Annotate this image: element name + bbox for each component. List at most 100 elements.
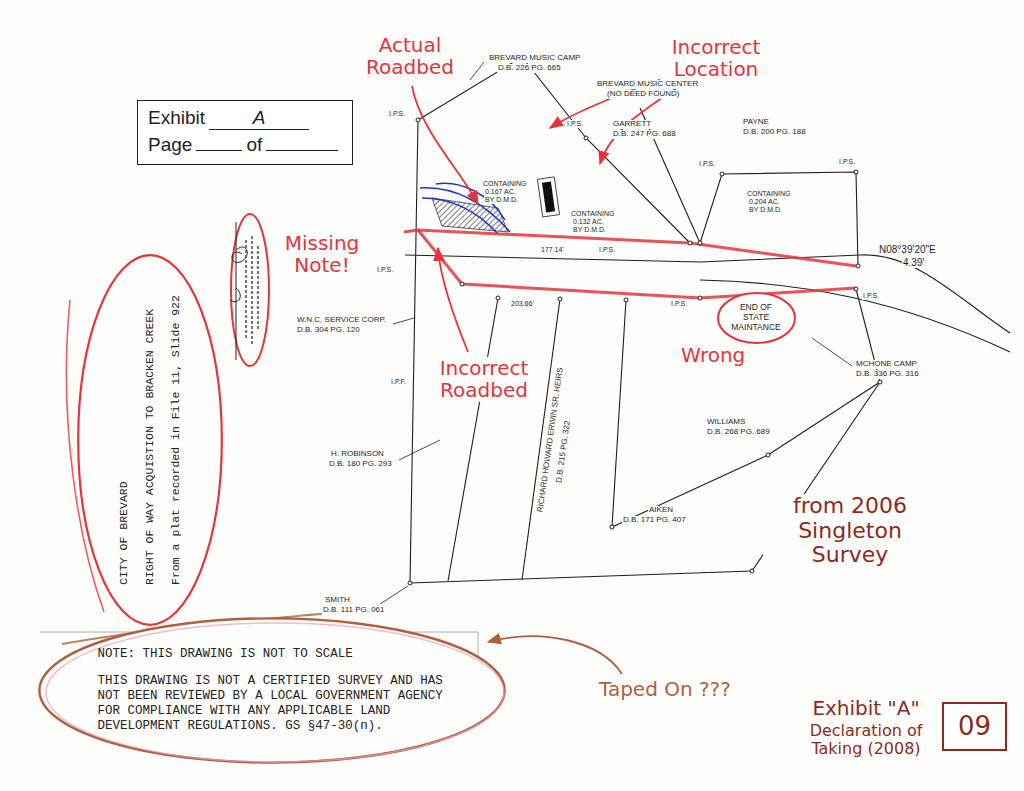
boundary-line: [448, 298, 498, 581]
iron-pin: [720, 172, 724, 176]
title-line: RIGHT OF WAY ACQUISTION TO BRACKEN CREEK: [137, 295, 163, 585]
map-label: BY D.M.D.: [572, 226, 607, 234]
exhibit-box: ExhibitA Pageof: [137, 100, 353, 165]
iron-pin: [854, 170, 858, 174]
incorrect-roadbed: [404, 230, 856, 298]
map-label: D.B. 180 PG. 293: [328, 460, 393, 469]
map-label: CONTAINING: [482, 180, 527, 188]
note-ellipse-shadow: [46, 623, 504, 762]
annotation-arrow: [600, 86, 680, 164]
map-label: 0.132 AC.: [572, 218, 605, 226]
exhibit-row: ExhibitA: [148, 107, 338, 130]
tower-outline: [537, 177, 559, 217]
iron-pin: [766, 453, 770, 457]
map-label: 0.167 AC.: [484, 188, 517, 196]
maintenance-ellipse-outline: [718, 293, 795, 343]
annotation: Incorrect Location: [660, 36, 772, 81]
map-label: CONTAINING: [746, 190, 791, 198]
map-label: I.P.S.: [670, 300, 688, 308]
blank-line: [266, 136, 338, 151]
annotation: Incorrect Roadbed: [428, 357, 540, 402]
iron-pin: [854, 287, 858, 291]
map-label: D.B. 268 PG. 689: [706, 428, 771, 437]
leader-line: [470, 62, 484, 80]
iron-pin: [698, 296, 702, 300]
leader-line: [380, 586, 408, 604]
map-label: I.P.S.: [566, 120, 584, 128]
boundary-line: [410, 571, 752, 583]
road-line: [700, 280, 1010, 352]
page-number: 09: [958, 712, 991, 741]
map-label: W.N.C. SERVICE CORP.: [296, 316, 387, 325]
annotation: from 2006 Singleton Survey: [763, 494, 937, 568]
annotation-arrow: [438, 248, 468, 352]
red-road-line: [404, 230, 856, 266]
annotation: Wrong: [680, 344, 746, 366]
iron-pin: [698, 241, 702, 245]
map-label: 203.66': [510, 300, 535, 308]
iron-pin: [624, 298, 628, 302]
map-label: AIKEN: [648, 506, 674, 515]
signature-mark: [230, 222, 247, 360]
leader-line: [399, 440, 440, 460]
annotation: Missing Note!: [271, 232, 373, 277]
blank-line: [196, 136, 242, 151]
iron-pin: [856, 264, 860, 268]
iron-pin: [750, 569, 754, 573]
map-label: 0.204 AC.: [748, 198, 781, 206]
annotation-arrows: [412, 76, 680, 352]
map-label: BREVARD MUSIC CAMP: [488, 54, 581, 63]
exhibit-word: Exhibit: [148, 107, 205, 128]
red-road-line: [418, 230, 856, 298]
exhibit-caption: Exhibit "A": [811, 697, 920, 719]
iron-pin: [558, 297, 562, 301]
boundary-line: [410, 120, 418, 583]
map-label: GARRETT: [612, 120, 652, 129]
annotation: Taped On ???: [598, 678, 732, 700]
map-label: I.P.S.: [376, 266, 394, 274]
page-number-box: 09: [942, 702, 1007, 751]
text-holder: NOTE: THIS DRAWING IS NOT TO SCALETHIS D…: [98, 647, 447, 734]
map-label: BY D.M.D.: [748, 206, 783, 214]
annotation-arrow: [412, 86, 478, 204]
note-heading: NOTE: THIS DRAWING IS NOT TO SCALE: [98, 647, 447, 662]
map-label: PAYNE: [742, 118, 770, 127]
road-lines: [405, 255, 1010, 352]
map-label: MCHONE CAMP: [855, 360, 918, 369]
exhibit-letter: A: [209, 107, 309, 130]
signature-writing: [246, 236, 258, 344]
map-label: D.B. 200 PG. 188: [742, 128, 807, 137]
iron-pin: [610, 525, 614, 529]
map-label: D.B. 111 PG. 061: [322, 606, 386, 615]
boundary-line: [700, 172, 858, 266]
title-line: CITY OF BREVARD: [111, 295, 137, 585]
map-label: (NO DEED FOUND): [606, 90, 680, 99]
exhibit-row: Pageof: [148, 134, 338, 156]
iron-pin: [688, 241, 692, 245]
leader-line: [812, 338, 852, 366]
note-ellipse-outline: [39, 618, 504, 762]
map-label: SMITH: [324, 596, 351, 605]
iron-pin: [496, 296, 500, 300]
iron-pin: [408, 581, 412, 585]
iron-pin: [416, 118, 420, 122]
map-label: I.P.F.: [390, 378, 407, 386]
note-ellipse: NOTE: THIS DRAWING IS NOT TO SCALETHIS D…: [37, 616, 507, 765]
map-label: 4.39': [902, 257, 925, 268]
map-label: I.P.S.: [862, 292, 880, 300]
title-line: From a plat recorded in File 11, Slide 9…: [163, 295, 189, 585]
map-label: I.P.S.: [598, 246, 616, 254]
map-label: D.B. 226 PG. 665: [497, 64, 562, 73]
maintenance-text: END OF STATE MAINTANCE: [731, 303, 780, 332]
title-ellipse: CITY OF BREVARDRIGHT OF WAY ACQUISTION T…: [76, 253, 224, 627]
road-line: [405, 255, 1010, 333]
boundary-line: [768, 382, 880, 455]
tower-symbol: [542, 181, 555, 212]
map-label: I.P.S.: [388, 110, 406, 118]
leader-line: [393, 318, 414, 324]
map-label: N08°39'20"E: [878, 244, 937, 255]
map-label: 177.14': [540, 246, 565, 254]
annotation: Actual Roadbed: [362, 34, 459, 79]
map-label: D.B. 336 PG. 316: [855, 370, 920, 379]
